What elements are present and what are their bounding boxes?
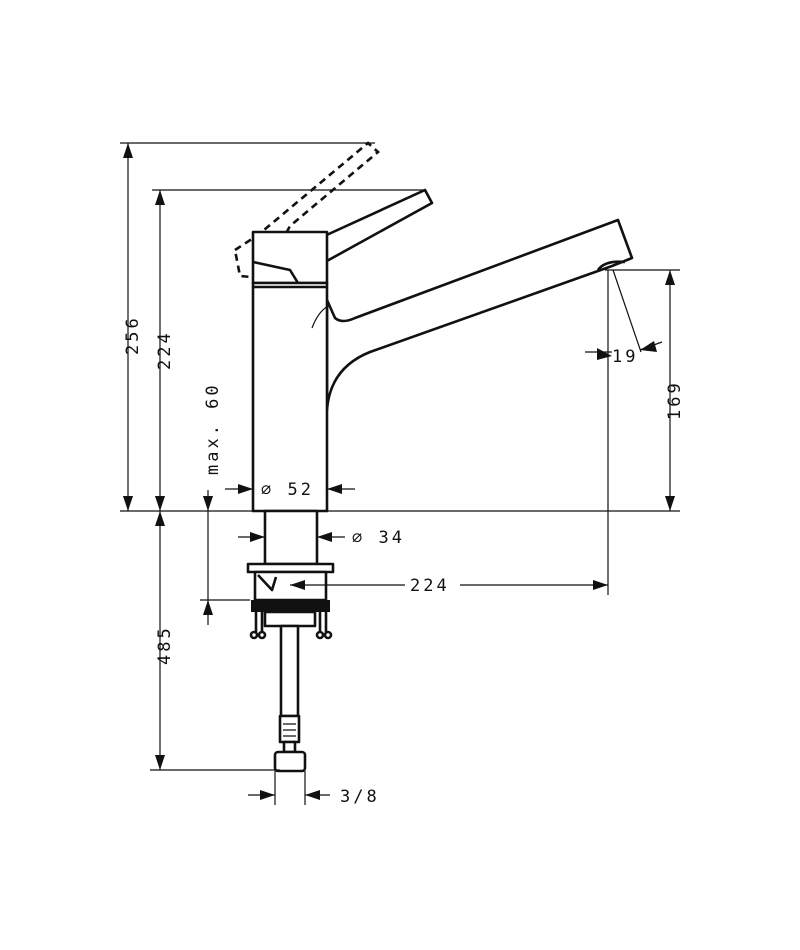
dim-3-8: 3/8	[340, 787, 380, 807]
dimension-lines	[120, 142, 680, 805]
gasket	[251, 600, 330, 612]
aerator	[596, 260, 626, 271]
dim-max-60: max. 60	[203, 382, 223, 475]
dim-224-reach: 224	[410, 576, 450, 596]
faucet-body	[251, 281, 329, 513]
dim-diameter-34: ∅ 34	[352, 528, 405, 548]
dim-224-height: 224	[155, 330, 175, 370]
bolt-nut	[257, 630, 267, 640]
shank	[263, 509, 319, 566]
bolt-nut	[323, 630, 333, 640]
dim-256: 256	[123, 315, 143, 355]
supply-hose	[279, 624, 300, 718]
head-detail	[252, 260, 300, 284]
dim-19: 19	[612, 347, 638, 367]
lever-open-position	[233, 141, 380, 280]
dim-485: 485	[155, 625, 175, 665]
mounting-bolts	[254, 612, 328, 632]
hose-crimp	[278, 714, 301, 744]
faucet-outline	[233, 141, 634, 773]
dimension-labels: 256 224 max. 60 485 169 ∅ 52 ∅ 34 224 19…	[123, 315, 685, 807]
fastening-plate	[263, 610, 317, 628]
connection-nut	[273, 750, 307, 773]
crimp-lines	[283, 723, 296, 737]
dim-169: 169	[665, 380, 685, 420]
bolt-nut	[249, 630, 259, 640]
spout	[325, 218, 634, 412]
body-curve	[311, 305, 329, 329]
mount-nut	[253, 570, 328, 602]
bolt-nut	[315, 630, 325, 640]
nut-detail	[257, 574, 278, 592]
hose-neck	[282, 740, 297, 754]
dim-diameter-52: ∅ 52	[261, 480, 314, 500]
lever-head	[251, 230, 329, 285]
lever-handle	[318, 188, 434, 264]
